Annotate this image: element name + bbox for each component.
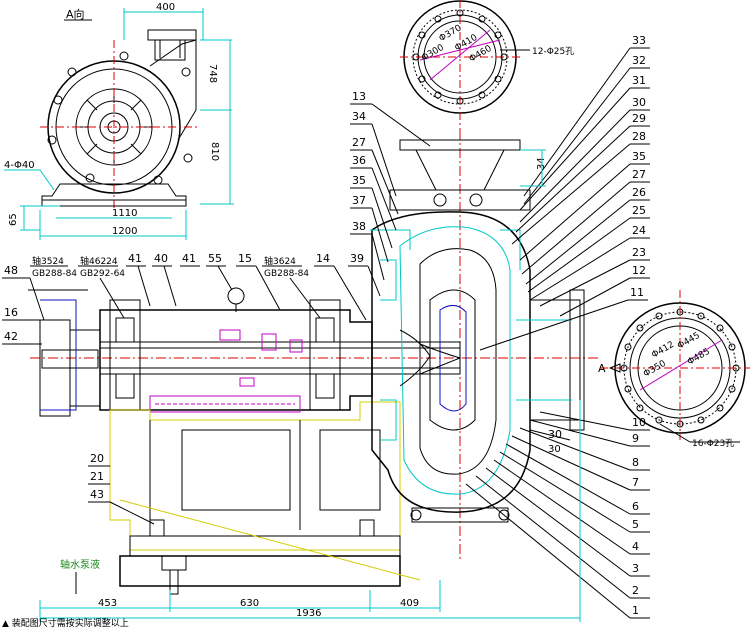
part-label-30b: 30 — [548, 428, 562, 441]
side-view: A向 400 — [4, 2, 234, 240]
flange-bolt-holes — [620, 308, 740, 428]
part-label-28: 28 — [632, 130, 646, 143]
right-flange-view: Φ412 Φ445 Φ350 Φ485 16-Φ23孔 A — [598, 290, 750, 449]
right-flange-d2: Φ412 — [650, 340, 676, 361]
bottom-dimensions: 453 630 409 1936 30 34 — [39, 149, 581, 622]
left-bearing-code: 轴3524 — [32, 255, 64, 267]
bottom-note: ▲ 装配图尺寸需按实际调整以上 — [2, 617, 129, 627]
right-bearing-std: GB288-84 — [264, 269, 309, 279]
part-label-3: 3 — [632, 562, 639, 575]
bottom-right-labels: 9 8 7 6 5 4 3 2 1 — [465, 419, 650, 619]
mid-bearing-std: GB292-64 — [80, 269, 125, 279]
right-flange-d4: Φ485 — [686, 347, 712, 368]
top-flange-d2: Φ300 — [420, 43, 446, 64]
dim-30: 30 — [548, 444, 561, 455]
dim-65: 65 — [8, 213, 19, 226]
part-label-21: 21 — [90, 470, 104, 483]
part-label-26: 26 — [632, 186, 646, 199]
part-label-23: 23 — [632, 246, 646, 259]
part-label-2: 2 — [632, 584, 639, 597]
left-bearing-std: GB288-84 — [32, 269, 77, 279]
dim-1200: 1200 — [112, 226, 137, 237]
part-label-24: 24 — [632, 224, 646, 237]
mid-bearing-code: 轴46224 — [80, 255, 118, 267]
part-label-14: 14 — [316, 252, 330, 265]
part-label-12: 12 — [632, 264, 646, 277]
dim-453: 453 — [98, 598, 117, 609]
part-label-35b: 35 — [632, 150, 646, 163]
part-label-42: 42 — [4, 330, 18, 343]
part-label-32: 32 — [632, 54, 646, 67]
top-part-labels: 41 40 41 55 15 14 39 — [126, 252, 381, 321]
top-flange-holes: 12-Φ25孔 — [532, 46, 574, 57]
part-label-13: 13 — [352, 90, 366, 103]
view-arrow-a: A — [598, 362, 606, 375]
right-bearing-code: 轴3624 — [264, 255, 296, 267]
part-label-36: 36 — [352, 154, 366, 167]
inner-part-labels: 13 34 27 36 35 37 38 11 30 10 — [350, 90, 650, 441]
dim-1110: 1110 — [112, 208, 137, 219]
part-label-27: 27 — [352, 136, 366, 149]
part-label-10: 10 — [632, 416, 646, 429]
part-label-5: 5 — [632, 518, 639, 531]
part-label-34: 34 — [352, 110, 366, 123]
part-label-15: 15 — [238, 252, 252, 265]
top-flange-view: Φ370 Φ300 Φ410 Φ460 12-Φ25孔 — [400, 0, 574, 130]
dim-400: 400 — [156, 2, 175, 13]
part-label-48: 48 — [4, 264, 18, 277]
part-label-29: 29 — [632, 112, 646, 125]
dim-409: 409 — [400, 598, 419, 609]
part-label-25: 25 — [632, 204, 646, 217]
part-label-8: 8 — [632, 456, 639, 469]
part-label-39: 39 — [350, 252, 364, 265]
right-flange-d3: Φ350 — [642, 359, 668, 380]
part-label-33: 33 — [632, 34, 646, 47]
right-flange-holes: 16-Φ23孔 — [692, 438, 734, 449]
part-label-38: 38 — [352, 220, 366, 233]
part-label-4: 4 — [632, 540, 639, 553]
water-note: 轴水泵液 — [60, 558, 100, 571]
main-section-view — [28, 130, 600, 595]
part-label-43: 43 — [90, 488, 104, 501]
part-label-41a: 41 — [128, 252, 142, 265]
part-label-7: 7 — [632, 476, 639, 489]
part-label-55: 55 — [208, 252, 222, 265]
part-label-20: 20 — [90, 452, 104, 465]
part-label-35: 35 — [352, 174, 366, 187]
part-label-41b: 41 — [182, 252, 196, 265]
dim-630: 630 — [240, 598, 259, 609]
dim-1936: 1936 — [296, 608, 321, 619]
bearing-annotations: 轴3524 GB288-84 轴46224 GB292-64 轴3624 GB2… — [30, 255, 321, 319]
dim-748: 748 — [207, 64, 218, 83]
bearing-rollers — [115, 317, 335, 399]
part-label-9: 9 — [632, 432, 639, 445]
part-label-37: 37 — [352, 194, 366, 207]
part-label-6: 6 — [632, 500, 639, 513]
part-label-40: 40 — [154, 252, 168, 265]
dim-810: 810 — [209, 142, 220, 161]
bolt-holes-label: 4-Φ40 — [4, 160, 35, 171]
part-label-30: 30 — [632, 96, 646, 109]
part-label-27b: 27 — [632, 168, 646, 181]
part-label-11: 11 — [630, 286, 644, 299]
left-part-labels: 48 16 42 20 21 43 — [2, 264, 155, 525]
right-column-labels: 33 32 31 30 29 28 35 27 26 25 24 23 12 — [511, 34, 650, 317]
part-label-1: 1 — [632, 604, 639, 617]
view-label: A向 — [66, 7, 85, 21]
part-label-16: 16 — [4, 306, 18, 319]
part-label-31: 31 — [632, 74, 646, 87]
